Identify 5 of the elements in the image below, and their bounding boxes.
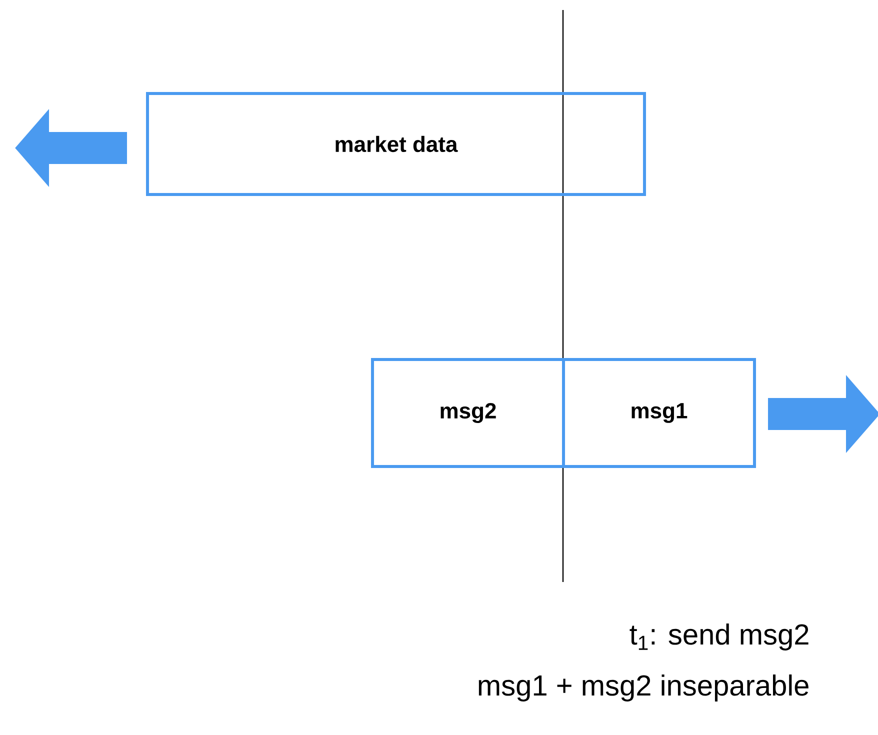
message-box: market data [146, 92, 646, 196]
message-box: msg2 [371, 358, 565, 468]
message-box: msg1 [562, 358, 756, 468]
note-text: t$_{1}$: send msg2 [630, 623, 808, 651]
note-text: msg1 + msg2 inseparable [478, 674, 808, 702]
